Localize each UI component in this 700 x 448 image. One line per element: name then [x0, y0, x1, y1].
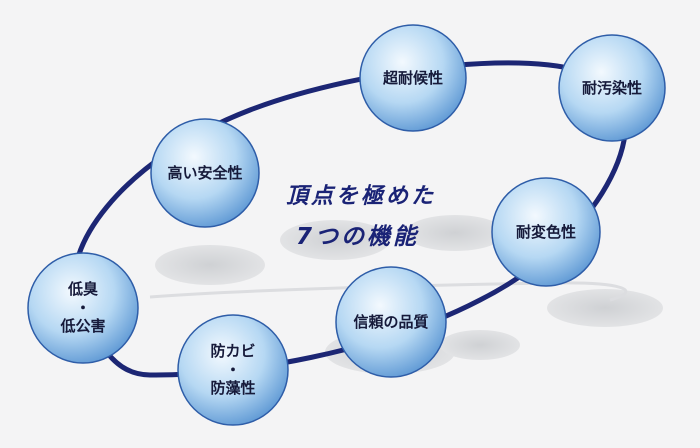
floor-shadow	[440, 330, 520, 360]
feature-circles	[27, 24, 666, 426]
feature-circle-stain-resistance	[558, 34, 666, 142]
feature-circle-anti-mold	[177, 314, 289, 426]
feature-circle-safety	[150, 118, 260, 228]
floor-shadow	[155, 245, 265, 285]
feature-circle-low-odor	[27, 252, 139, 364]
center-title-line1: 頂点を極めた	[286, 184, 437, 209]
floor-shadow	[280, 220, 390, 260]
floor-shadow	[405, 215, 505, 251]
center-title-line2: 7つの機能	[296, 224, 420, 250]
feature-circle-super-weather	[359, 24, 467, 132]
feature-circle-discoloration	[491, 177, 601, 287]
floor-shadow	[547, 289, 663, 327]
feature-circle-quality	[335, 266, 447, 378]
rear-track	[149, 281, 628, 302]
